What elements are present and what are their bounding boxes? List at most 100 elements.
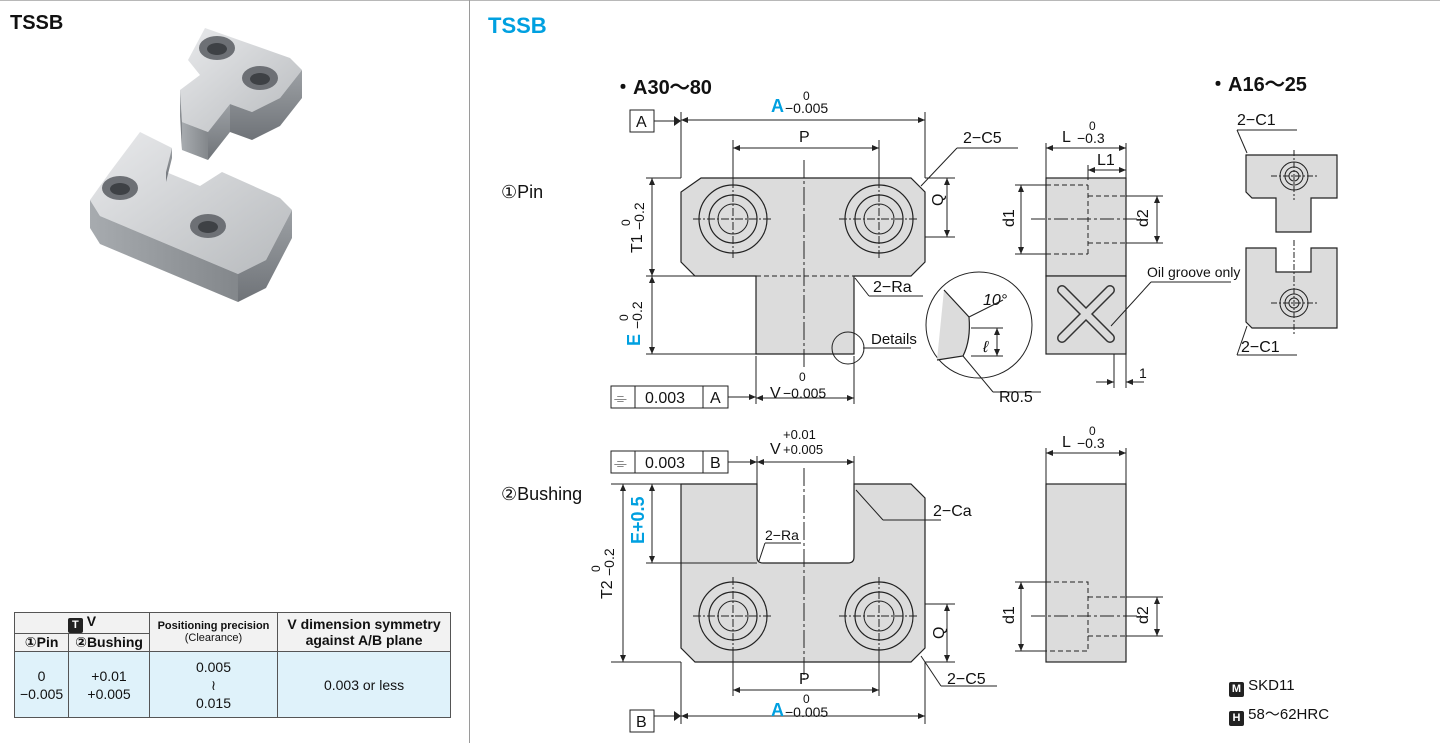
precision-sep: ≀ (210, 676, 217, 693)
v-header-label: V (86, 613, 97, 629)
material-badge-icon: M (1229, 682, 1244, 697)
label-c5: 2−C5 (963, 130, 1002, 147)
flatness-value-bushing: 0.003 (645, 455, 685, 472)
material-line: M SKD11 (1229, 677, 1295, 697)
dim-one: 1 (1139, 365, 1147, 381)
label-ra-bush: 2−Ra (765, 527, 799, 543)
v-header: T V (14, 612, 150, 634)
bushing-front-outline (680, 483, 926, 663)
flatness-value-pin: 0.003 (645, 390, 685, 407)
dim-t1: T1 0 −0.2 (619, 202, 647, 253)
dim-d1-bush: d1 (1001, 606, 1018, 624)
drawing-title: TSSB (488, 13, 547, 38)
dim-d2-pin: d2 (1135, 209, 1152, 227)
pin-tol-upper: 0 (37, 667, 46, 684)
dim-v-bush-upper: +0.01 (783, 427, 816, 442)
top-rule (0, 0, 1440, 3)
dim-a-bush-letter: A (771, 700, 784, 720)
label-c1-top: 2−C1 (1237, 112, 1276, 129)
dim-t1-tol-low: −0.2 (631, 202, 647, 230)
dim-l1: L1 (1097, 152, 1115, 169)
label-ra-pin: 2−Ra (873, 279, 912, 296)
symmetry-header: V dimension symmetry against A/B plane (277, 612, 451, 652)
pin-hole-left (693, 180, 773, 258)
pin-front-outline (680, 177, 926, 355)
bushing-header: ②Bushing (68, 633, 150, 652)
dim-d2-bush: d2 (1135, 606, 1152, 624)
dim-v-pin-lower: −0.005 (783, 385, 826, 401)
pin-hole-right (839, 180, 919, 258)
label-details: Details (871, 331, 917, 348)
dim-p: P (799, 129, 810, 146)
label-oil-groove: Oil groove only (1147, 264, 1240, 280)
bushing-side-view (1045, 483, 1127, 663)
dim-q: Q (930, 194, 947, 206)
hardness-badge-icon: H (1229, 711, 1244, 726)
bushing-hole-right (839, 577, 919, 655)
tolerance-badge-icon: T (67, 618, 83, 633)
pin-side-upper (1045, 177, 1127, 277)
dim-d1-pin: d1 (1001, 209, 1018, 227)
flatness-datum-bushing: B (710, 455, 721, 472)
right-panel: TSSB ・A30～80 ・A16～25 ①Pin ②Bushing (471, 0, 1440, 743)
oil-groove-icon (1057, 285, 1115, 343)
dim-v-bush-lower: +0.005 (783, 442, 823, 457)
table-row: 0 −0.005 +0.01 +0.005 0.005 ≀ 0.015 0.00… (13, 651, 451, 718)
dim-v-pin-letter: V (770, 385, 781, 402)
small-pin-outline (1245, 154, 1338, 233)
small-bushing-outline (1245, 247, 1338, 329)
datum-b-box (629, 709, 655, 733)
hardness-value: 58～62HRC (1248, 706, 1330, 723)
precision-header-line1: Positioning precision (157, 620, 270, 632)
precision-cell: 0.005 ≀ 0.015 (148, 651, 279, 718)
label-r05: R0.5 (999, 389, 1033, 406)
pin-tolerance-cell: 0 −0.005 (13, 651, 70, 718)
flatness-icon-bushing: ⌯ (614, 455, 627, 472)
dim-t2: T2 0 −0.2 (589, 548, 617, 599)
bushing-label: ②Bushing (501, 484, 582, 504)
dim-t1-letter: T1 (629, 234, 646, 253)
dim-a-letter: A (771, 96, 784, 116)
dim-e-bush: E+0.5 (628, 496, 648, 544)
precision-min: 0.005 (195, 658, 231, 675)
range-small-label: ・A16～25 (1208, 74, 1307, 96)
bush-tol-upper: +0.01 (91, 667, 127, 684)
datum-b: B (636, 714, 647, 731)
precision-max: 0.015 (195, 694, 231, 711)
dim-q-bush: Q (931, 627, 948, 639)
flatness-datum-pin: A (710, 390, 721, 407)
dim-e: E 0 −0.2 (617, 301, 645, 346)
product-photo (90, 28, 302, 302)
range-large-label: ・A30～80 (613, 77, 712, 99)
datum-a: A (636, 114, 647, 131)
technical-drawing: ・A30～80 ・A16～25 ①Pin ②Bushing A A (501, 74, 1338, 733)
dim-e-tol-lower: −0.2 (629, 301, 645, 329)
spec-table: T V Positioning precision (Clearance) V … (13, 612, 451, 718)
dim-e-tol-upper: 0 (617, 314, 631, 321)
detail-angle: 10° (983, 292, 1008, 309)
detail-ell: ℓ (982, 339, 989, 356)
bushing-tolerance-cell: +0.01 +0.005 (68, 651, 150, 718)
pin-label: ①Pin (501, 182, 543, 202)
dim-l-letter: L (1062, 129, 1071, 146)
dim-a-bush-lower: −0.005 (785, 704, 828, 720)
dim-v-pin-upper: 0 (799, 370, 806, 384)
flatness-icon: ⌯ (614, 390, 627, 407)
dim-p-bush: P (799, 671, 810, 688)
precision-header: Positioning precision (Clearance) (148, 612, 279, 652)
precision-header-line2: (Clearance) (184, 632, 243, 644)
dim-l-bush-letter: L (1062, 434, 1071, 451)
symmetry-cell: 0.003 or less (277, 651, 451, 718)
pin-tol-lower: −0.005 (19, 685, 64, 702)
dim-a-tol-lower: −0.005 (785, 100, 828, 116)
left-panel: TSSB (0, 0, 470, 743)
label-ca: 2−Ca (933, 503, 972, 520)
dim-a-tol-upper: 0 (803, 89, 810, 103)
dim-a-bush-upper: 0 (803, 692, 810, 706)
symmetry-header-line2: against A/B plane (305, 632, 423, 648)
dim-t2-tol-low: −0.2 (601, 548, 617, 576)
label-c1-bottom: 2−C1 (1241, 339, 1280, 356)
dim-t1-tol: 0 (619, 219, 633, 226)
material-value: SKD11 (1248, 677, 1295, 694)
dim-t2-letter: T2 (599, 580, 616, 599)
